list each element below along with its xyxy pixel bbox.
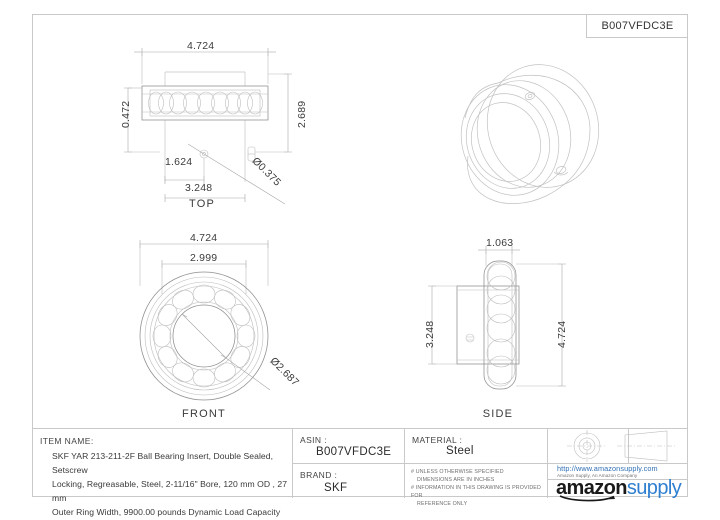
view-label-side: SIDE (482, 408, 514, 420)
brand-label: BRAND : (300, 470, 338, 480)
view-label-top: TOP (188, 198, 215, 210)
amazonsupply-logo-cell: amazonsupply (547, 477, 688, 502)
front-dim-outer-dia: 4.724 (190, 232, 218, 244)
material-cell: MATERIAL : Steel (404, 429, 547, 463)
side-dim-inner-height: 3.248 (424, 320, 436, 348)
side-view-drawing (428, 246, 566, 390)
amazon-smile-icon (559, 495, 615, 502)
note-line-2: DIMENSIONS ARE IN INCHES (411, 477, 504, 485)
title-block-row-divider-logo (547, 479, 688, 480)
side-dim-outer-height: 4.724 (556, 320, 568, 348)
asin-cell: ASIN : B007VFDC3E (292, 429, 404, 463)
first-angle-projection-icon (567, 430, 675, 462)
logo-amazon-text: amazon (556, 477, 627, 499)
note-line-4-text: REFERENCE ONLY (417, 500, 468, 507)
part-id-box: B007VFDC3E (586, 14, 688, 38)
amazonsupply-logo: amazonsupply (556, 477, 682, 502)
title-block-row-divider-left (292, 463, 547, 464)
note-line-2-text: DIMENSIONS ARE IN INCHES (417, 476, 495, 483)
top-dim-thickness: 0.472 (120, 100, 132, 128)
front-dim-race-dia: 2.999 (190, 252, 218, 264)
material-label: MATERIAL : (412, 435, 463, 445)
top-dim-inner-offset: 1.624 (165, 156, 193, 168)
note-line-3: # INFORMATION IN THIS DRAWING IS PROVIDE… (411, 485, 541, 499)
view-label-front: FRONT (182, 408, 226, 420)
item-name-label: ITEM NAME: (40, 436, 94, 446)
brand-cell: BRAND : SKF (292, 463, 404, 498)
note-line-1: # UNLESS OTHERWISE SPECIFIED (411, 469, 504, 475)
top-dim-inner-width: 3.248 (185, 182, 213, 194)
note-line-4: REFERENCE ONLY (411, 501, 547, 509)
logo-supply-text: supply (626, 477, 682, 499)
top-dim-overall-width: 4.724 (187, 40, 215, 52)
item-name-line-2: Locking, Regreasable, Steel, 2-11/16" Bo… (52, 478, 288, 503)
iso-view-drawing (460, 64, 600, 204)
note-group-2: # INFORMATION IN THIS DRAWING IS PROVIDE… (411, 485, 547, 509)
top-view-drawing (124, 48, 292, 205)
item-name-line-3: Outer Ring Width, 9900.00 pounds Dynamic… (52, 506, 281, 517)
notes-cell: # UNLESS OTHERWISE SPECIFIED DIMENSIONS … (404, 463, 547, 507)
brand-value: SKF (324, 482, 348, 494)
title-block-row-divider-right (547, 463, 688, 464)
url-cell: http://www.amazonsupply.com Amazon Suppl… (547, 463, 688, 479)
part-id-text: B007VFDC3E (601, 19, 674, 32)
url-text[interactable]: http://www.amazonsupply.com (557, 464, 658, 473)
drawing-sheet: B007VFDC3E (32, 14, 688, 517)
title-block: ITEM NAME: SKF YAR 213-211-2F Ball Beari… (32, 428, 688, 517)
item-name-value: SKF YAR 213-211-2F Ball Bearing Insert, … (52, 450, 290, 520)
asin-value: B007VFDC3E (316, 446, 392, 458)
front-view-drawing (139, 240, 271, 401)
drawing-border (32, 14, 688, 497)
top-dim-height: 2.689 (296, 100, 308, 128)
projection-symbol-cell (547, 429, 688, 463)
note-group-1: # UNLESS OTHERWISE SPECIFIED DIMENSIONS … (411, 469, 504, 485)
asin-label: ASIN : (300, 435, 327, 445)
item-name-line-1: SKF YAR 213-211-2F Ball Bearing Insert, … (52, 451, 274, 475)
side-dim-width: 1.063 (486, 237, 514, 249)
url-subtext: Amazon Supply, An Amazon Company (557, 472, 638, 478)
item-name-cell: ITEM NAME: SKF YAR 213-211-2F Ball Beari… (32, 429, 292, 517)
material-value: Steel (446, 445, 474, 457)
